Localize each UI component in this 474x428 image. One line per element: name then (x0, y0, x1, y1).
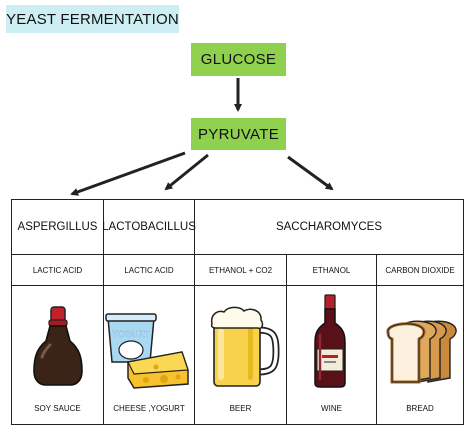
header-aspergillus: ASPERGILLUS (17, 221, 98, 233)
header-saccharomyces: SACCHAROMYCES (275, 221, 383, 233)
arrow-pyruvate-lactobacillus (164, 153, 209, 191)
soy-sauce-bottle-icon (33, 306, 83, 386)
pyruvate-node: PYRUVATE (191, 118, 286, 150)
arrows (70, 78, 334, 196)
food-beer: BEER (229, 403, 252, 413)
food-wine: WINE (321, 403, 342, 413)
bread-icon (386, 320, 457, 384)
arrow-pyruvate-saccharomyces (287, 155, 334, 191)
product-ethanol-co2: ETHANOL + CO2 (208, 265, 273, 275)
glucose-node: GLUCOSE (191, 43, 286, 76)
product-carbon-dioxide: CARBON DIOXIDE (385, 265, 455, 275)
yogurt-cheese-icon: YOGURT (105, 313, 189, 389)
food-soy-sauce: SOY SAUCE (34, 403, 81, 413)
food-cheese-yogurt: CHEESE ,YOGURT (113, 403, 185, 413)
product-lactic-acid-1: LACTIC ACID (32, 265, 83, 275)
diagram-title: YEAST FERMENTATION (6, 5, 179, 33)
product-lactic-acid-2: LACTIC ACID (124, 265, 174, 275)
food-bread: BREAD (406, 403, 434, 413)
yogurt-cup-label: YOGURT (112, 329, 151, 339)
header-lactobacillus: LACTOBACILLUS (102, 221, 196, 233)
product-ethanol: ETHANOL (312, 265, 351, 275)
wine-bottle-icon (314, 294, 346, 388)
arrow-pyruvate-aspergillus (70, 151, 186, 196)
beer-mug-icon (210, 306, 280, 387)
